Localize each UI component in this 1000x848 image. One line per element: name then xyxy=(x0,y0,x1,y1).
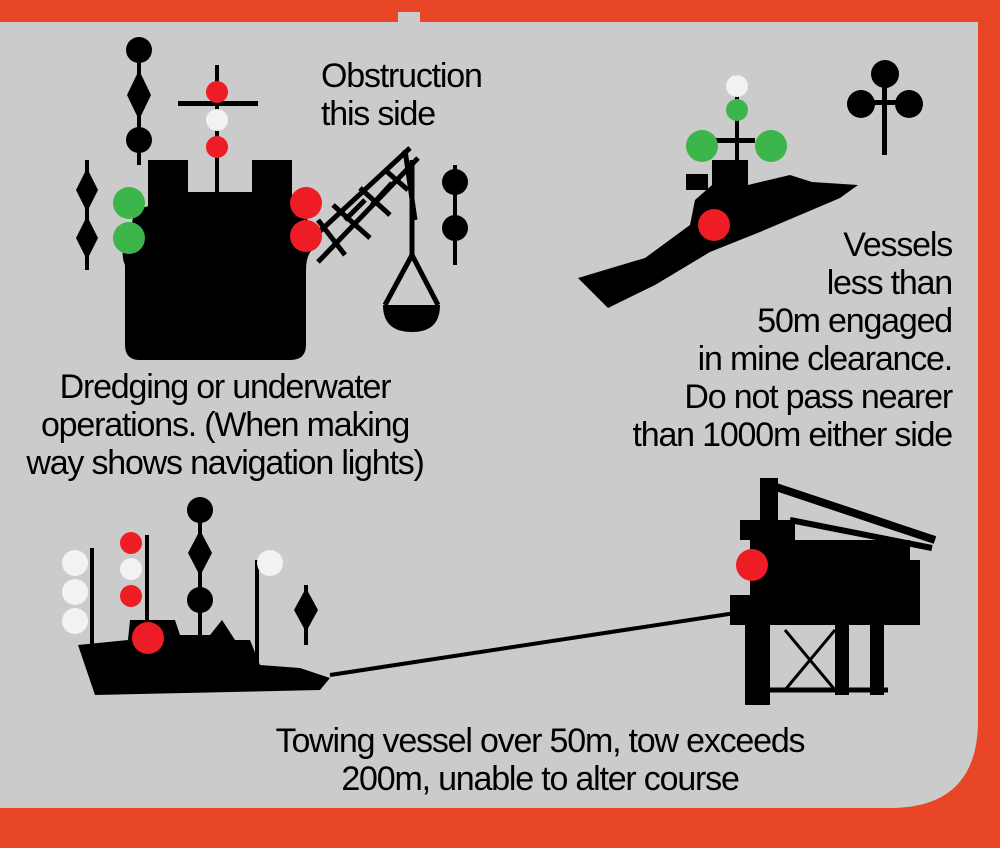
oil-rig-icon xyxy=(730,478,937,705)
mine-clearance-label: Vessels less than 50m engaged in mine cl… xyxy=(600,226,954,454)
mine-line-4: in mine clearance. xyxy=(697,340,954,378)
ball-cross-shape-icon xyxy=(847,60,923,155)
mine-line-2: less than xyxy=(826,264,953,302)
mine-line-6: than 1000m either side xyxy=(632,416,954,454)
dredging-line-2: operations. (When making xyxy=(40,406,410,444)
rig-light xyxy=(736,549,768,581)
obstruction-line-2: this side xyxy=(321,95,436,133)
mine-line-5: Do not pass nearer xyxy=(684,378,953,416)
dredging-label: Dredging or underwater operations. (When… xyxy=(20,368,430,482)
tug-lights xyxy=(62,532,283,654)
minesweeper-lights xyxy=(686,75,787,241)
mine-line-3: 50m engaged xyxy=(757,302,953,340)
obstruction-line-1: Obstruction xyxy=(321,57,483,95)
dredging-line-3: way shows navigation lights) xyxy=(26,444,424,482)
mine-line-1: Vessels xyxy=(843,226,953,264)
obstruction-label: Obstruction this side xyxy=(321,57,483,133)
dredger-lights xyxy=(113,81,322,254)
crane-icon xyxy=(303,146,441,307)
dredging-line-1: Dredging or underwater xyxy=(59,368,392,406)
tow-line-icon xyxy=(329,610,743,677)
towing-line-1: Towing vessel over 50m, tow exceeds xyxy=(275,722,806,760)
towing-label: Towing vessel over 50m, tow exceeds 200m… xyxy=(270,722,810,798)
dredger-icon xyxy=(76,37,468,360)
towing-line-2: 200m, unable to alter course xyxy=(341,760,740,798)
